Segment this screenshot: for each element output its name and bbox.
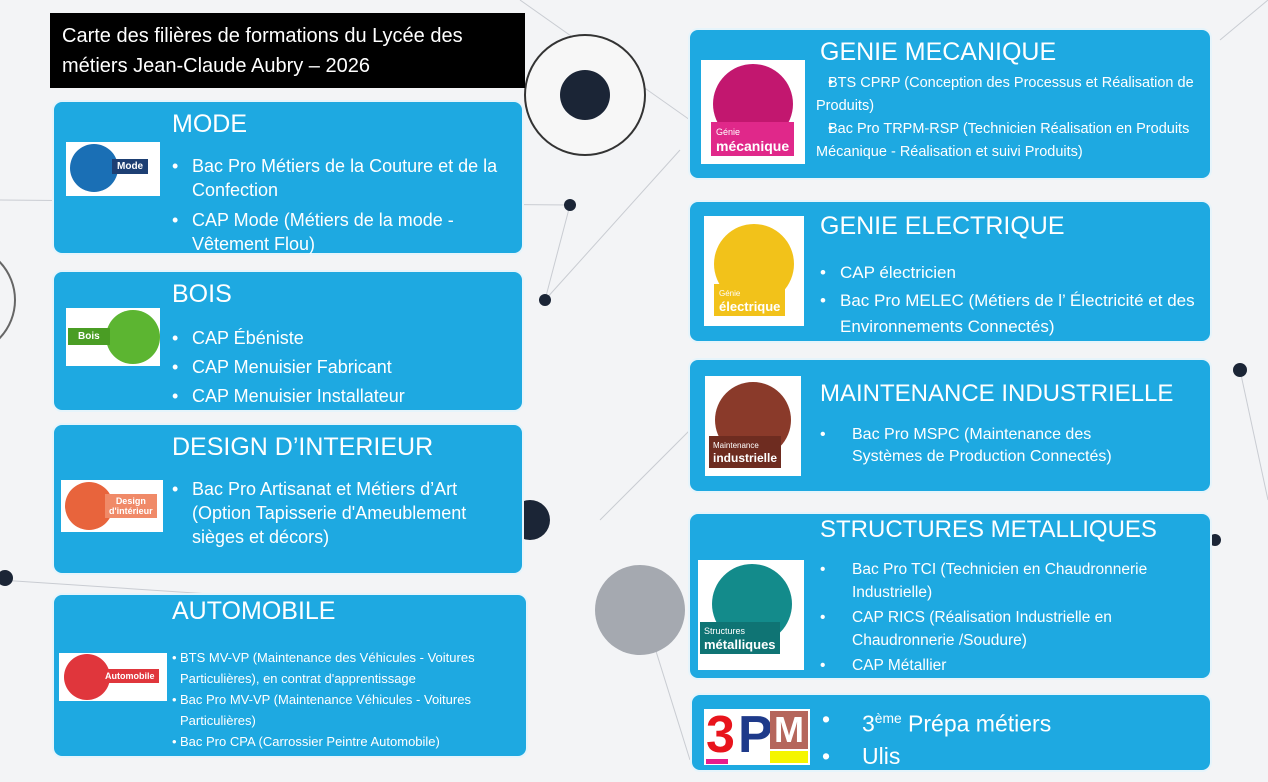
heading-genie-electrique: GENIE ELECTRIQUE	[820, 212, 1065, 240]
list-item: CAP RICS (Réalisation Industrielle en Ch…	[820, 606, 1150, 652]
list-item: BTS CPRP (Conception des Processus et Ré…	[816, 72, 1201, 118]
panel-bois: Bois BOIS CAP Ébéniste CAP Menuisier Fab…	[52, 270, 524, 412]
network-node	[560, 70, 610, 120]
list-item: CAP Ébéniste	[172, 324, 512, 353]
automobile-icon: Automobile	[59, 653, 167, 701]
prepa-metiers-logo: 3 P M	[704, 709, 810, 765]
bois-icon: Bois	[66, 308, 160, 366]
list-item-prepa-metiers: 3ème Prépa métiers	[822, 703, 1051, 740]
network-node	[0, 570, 13, 586]
heading-design-interieur: DESIGN D’INTERIEUR	[172, 433, 434, 461]
network-node	[1209, 534, 1221, 546]
network-node	[1233, 363, 1247, 377]
list-item: Bac Pro TRPM-RSP (Technicien Réalisation…	[816, 118, 1201, 164]
list-item: Bac Pro Artisanat et Métiers d’Art (Opti…	[172, 477, 517, 549]
list-item: Bac Pro MV-VP (Maintenance Véhicules - V…	[172, 689, 527, 731]
list-item-ulis: Ulis	[822, 740, 1051, 772]
list-item: Bac Pro CPA (Carrossier Peintre Automobi…	[172, 731, 527, 752]
panel-mode: Mode MODE Bac Pro Métiers de la Couture …	[52, 100, 524, 255]
mode-icon: Mode	[66, 142, 160, 196]
heading-genie-mecanique: GENIE MECANIQUE	[820, 38, 1057, 66]
list-item: CAP Menuisier Fabricant	[172, 353, 512, 382]
list-item: CAP Mode (Métiers de la mode - Vêtement …	[172, 208, 512, 256]
network-node	[564, 199, 576, 211]
heading-structures-metalliques: STRUCTURES METALLIQUES	[820, 516, 1157, 543]
panel-automobile: Automobile AUTOMOBILE BTS MV-VP (Mainten…	[52, 593, 528, 758]
network-node	[539, 294, 551, 306]
list-item: Bac Pro TCI (Technicien en Chaudronnerie…	[820, 558, 1150, 604]
list-item: Bac Pro MSPC (Maintenance des Systèmes d…	[820, 424, 1150, 468]
heading-maintenance-industrielle: MAINTENANCE INDUSTRIELLE	[820, 380, 1174, 407]
page-title: Carte des filières de formations du Lycé…	[50, 13, 525, 88]
network-node	[595, 565, 685, 655]
list-item: BTS MV-VP (Maintenance des Véhicules - V…	[172, 647, 527, 689]
panel-prepa-metiers: 3 P M 3ème Prépa métiers Ulis	[690, 693, 1212, 772]
list-item: CAP électricien	[820, 260, 1205, 286]
heading-automobile: AUTOMOBILE	[172, 597, 336, 625]
list-item: CAP Métallier	[820, 654, 1150, 677]
list-item: Bac Pro Métiers de la Couture et de la C…	[172, 154, 512, 202]
heading-bois: BOIS	[172, 280, 232, 308]
list-item: CAP Menuisier Installateur	[172, 382, 512, 411]
heading-mode: MODE	[172, 110, 247, 138]
list-item: Bac Pro MELEC (Métiers de l’ Électricité…	[820, 288, 1205, 340]
